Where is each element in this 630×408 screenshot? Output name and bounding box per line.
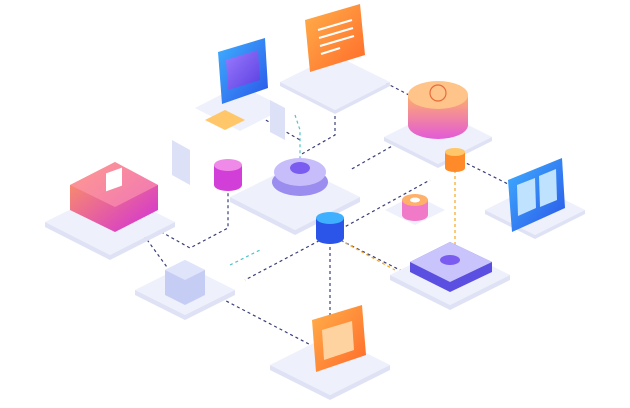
monitor-icon — [218, 38, 268, 104]
panel-left — [172, 100, 285, 185]
orange-cylinder-icon — [445, 148, 465, 172]
link-orange — [339, 239, 396, 271]
ring-cylinder-icon — [402, 194, 428, 221]
document-card-icon — [305, 4, 365, 72]
button-pad-icon — [410, 242, 492, 292]
database-cylinder-icon — [316, 212, 344, 244]
hub-dome-icon — [272, 158, 328, 196]
browser-card-icon — [312, 305, 366, 372]
link — [244, 234, 331, 281]
link-teal — [294, 114, 301, 170]
link — [329, 179, 431, 236]
link-teal — [229, 249, 261, 266]
cube-icon — [165, 260, 205, 305]
small-orange-card-icon — [205, 110, 245, 130]
link — [329, 234, 421, 281]
purple-cylinder-icon — [214, 159, 242, 191]
document-box-icon — [70, 162, 158, 232]
window-monitor-icon — [508, 158, 565, 232]
platform-top-center — [280, 55, 390, 114]
link — [139, 185, 229, 249]
chat-cylinder-icon — [408, 81, 468, 139]
